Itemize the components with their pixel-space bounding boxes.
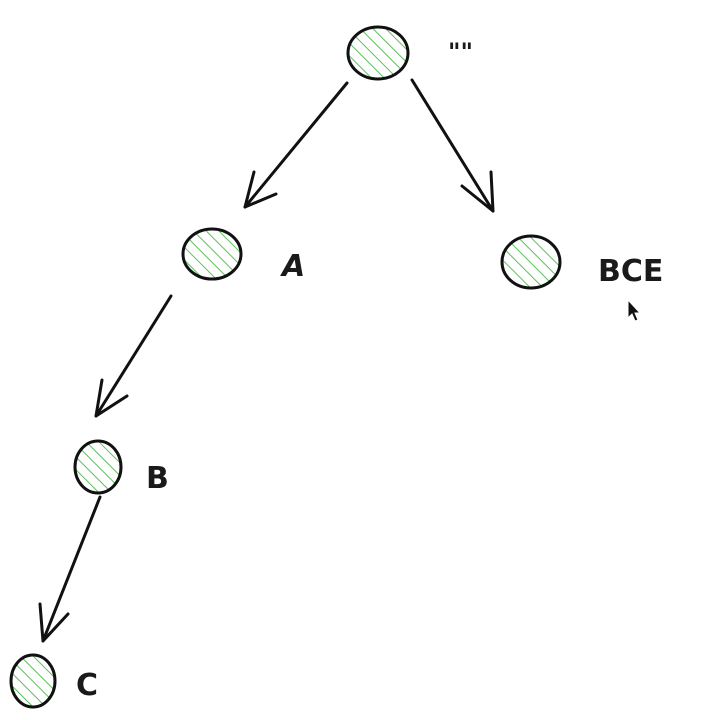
edge-root-to-bce [410,78,495,213]
nodes: "" A BCE B C [9,25,663,709]
node-b-label: B [146,461,169,496]
node-root: "" [346,25,473,81]
node-bce: BCE [500,234,663,290]
node-root-label: "" [448,38,473,66]
edge-b-to-c [38,495,102,643]
node-a: A [181,227,305,284]
node-c: C [9,653,98,709]
node-b: B [73,439,169,496]
node-bce-label: BCE [598,254,663,289]
node-c-label: C [76,668,98,703]
edge-root-to-a [243,81,349,209]
edges [38,78,495,643]
edge-a-to-b [94,294,173,418]
arrow-cursor-icon [627,298,642,322]
node-a-label: A [280,249,305,284]
